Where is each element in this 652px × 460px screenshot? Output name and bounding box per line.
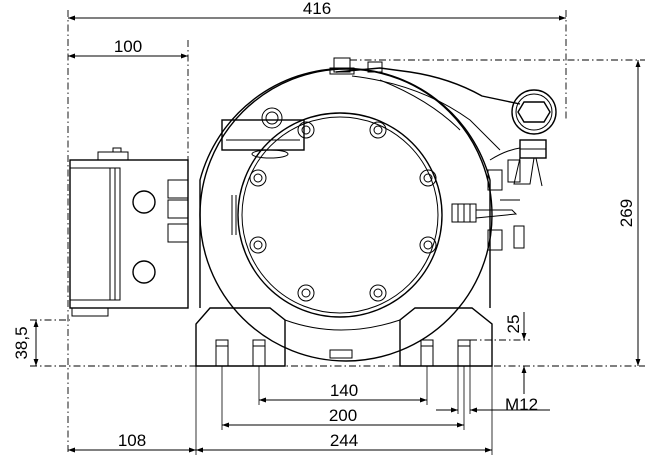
gearbox-block — [69, 147, 189, 317]
machine-geometry — [69, 57, 557, 367]
dimension-lines — [30, 10, 645, 455]
dim-base-left: 108 — [118, 431, 146, 450]
dim-bolt-spacing-outer: 200 — [329, 406, 357, 425]
dim-thread: M12 — [505, 395, 538, 414]
dim-thread-gap: 25 — [504, 315, 523, 334]
dim-base-height: 38,5 — [12, 326, 31, 359]
side-sensor — [451, 169, 525, 251]
dim-height: 269 — [617, 199, 636, 227]
dim-base-width: 244 — [330, 431, 358, 450]
cover-bolts — [249, 121, 437, 302]
lifting-handle — [221, 107, 305, 159]
main-housing — [199, 67, 493, 362]
dim-left-offset: 100 — [114, 37, 142, 56]
dim-bolt-spacing-inner: 140 — [330, 381, 358, 400]
valve-assembly — [329, 57, 557, 187]
dimension-labels: 416 100 269 38,5 25 140 200 M12 108 244 — [12, 0, 636, 450]
dim-overall-width: 416 — [303, 0, 331, 18]
base-foot — [195, 307, 493, 367]
